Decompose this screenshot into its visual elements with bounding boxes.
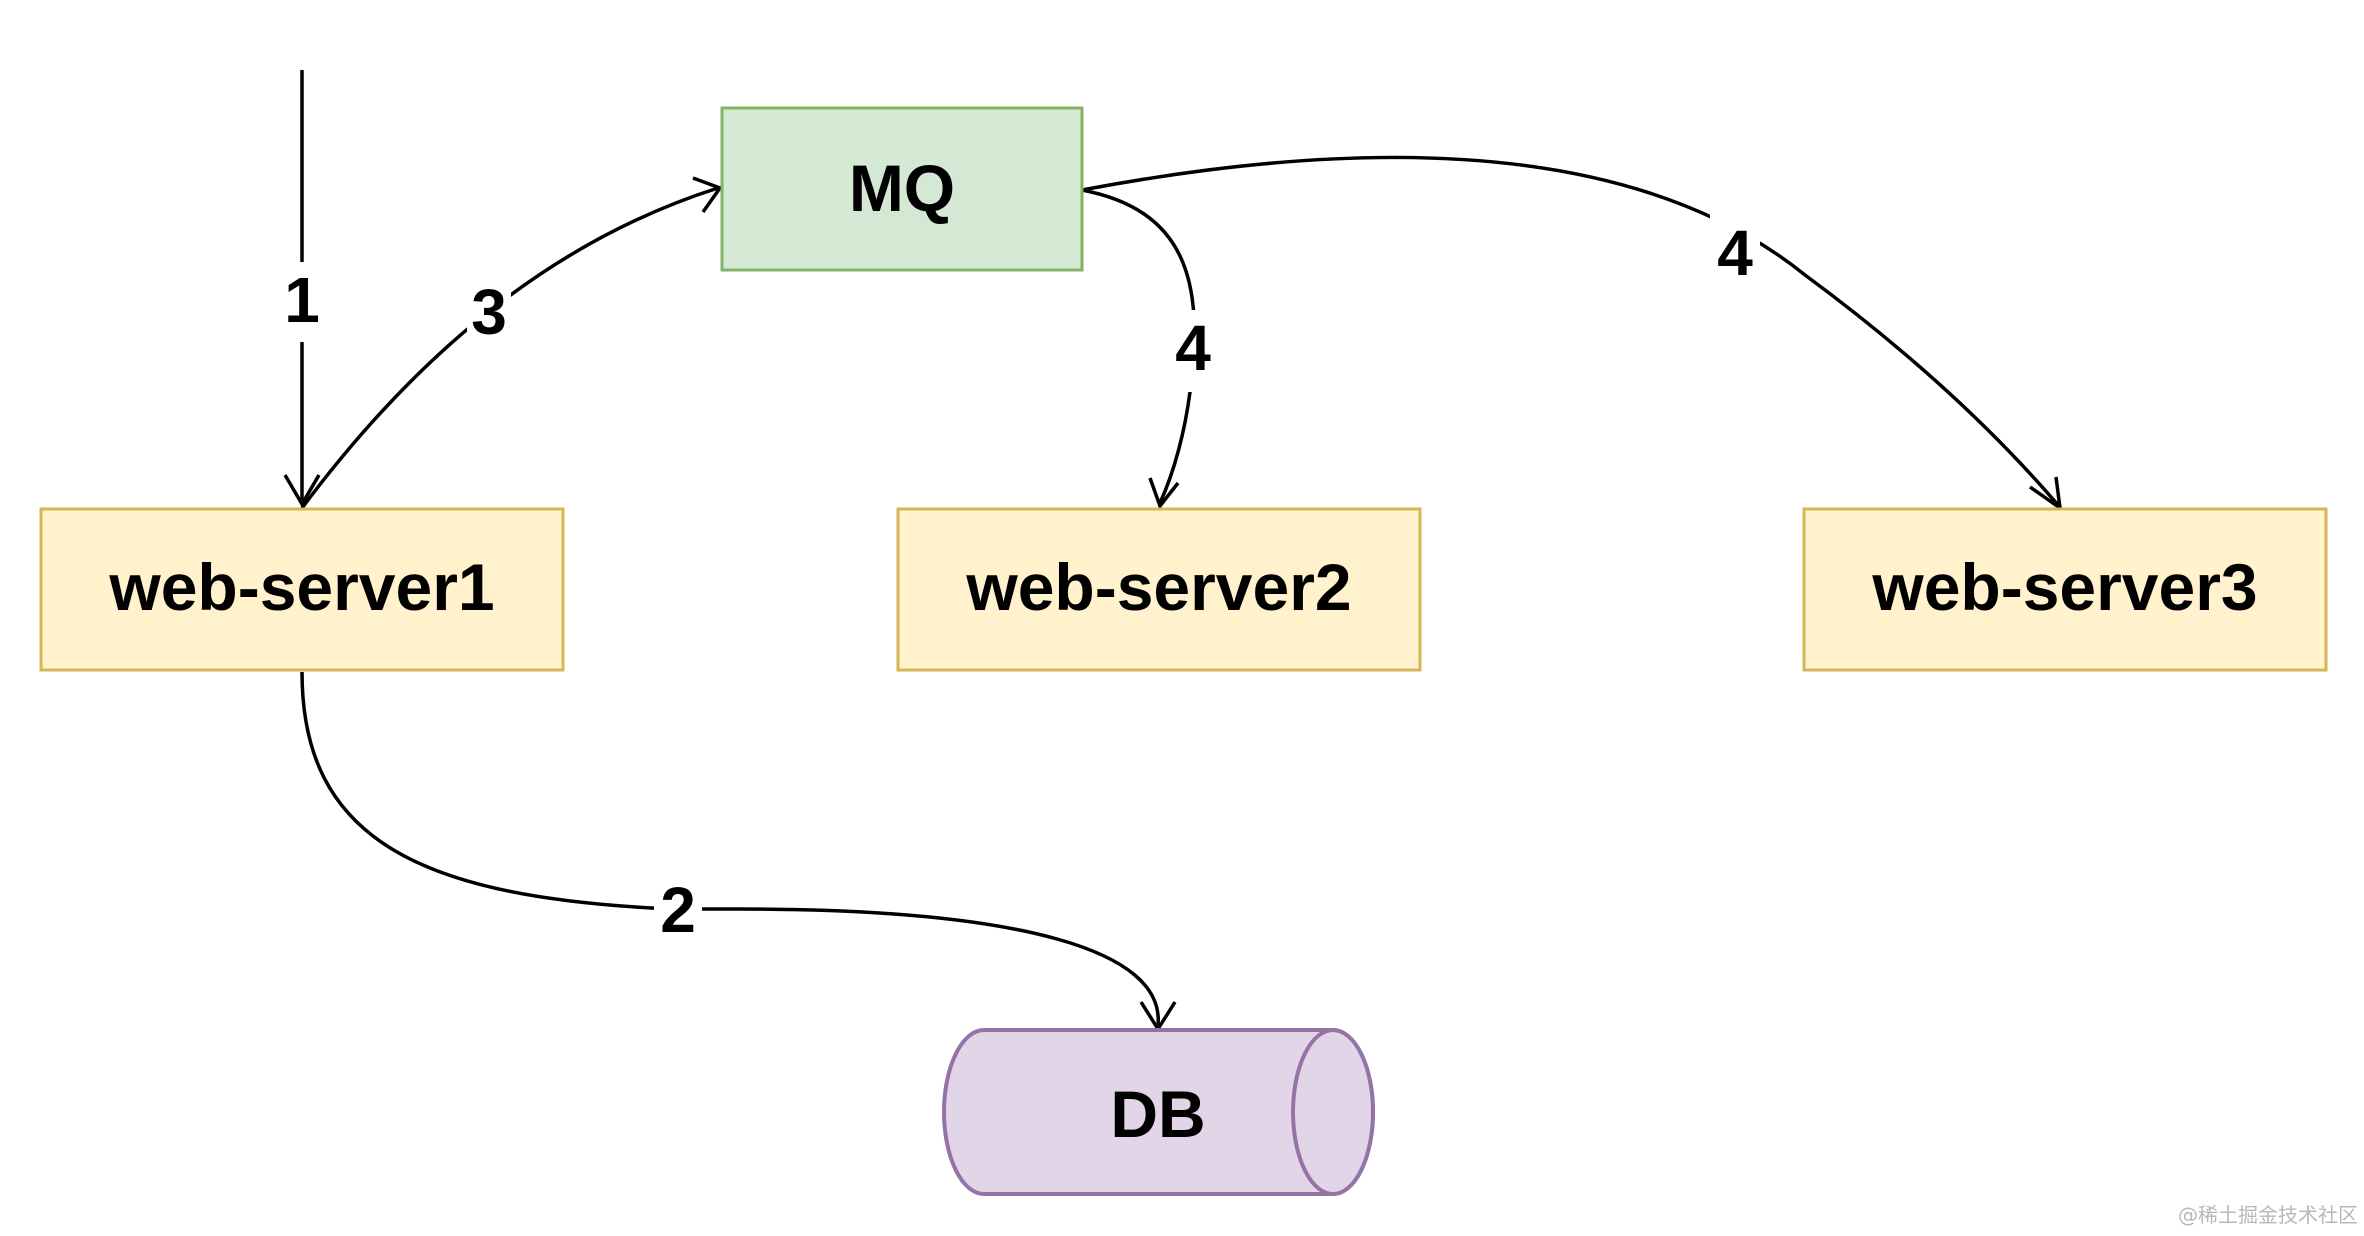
edge-label-2: 2 <box>654 869 702 947</box>
edge-label-1: 1 <box>282 262 322 342</box>
svg-text:4: 4 <box>1175 312 1211 384</box>
web-server2-label: web-server2 <box>965 550 1351 624</box>
web-server3-label: web-server3 <box>1871 550 2257 624</box>
svg-text:3: 3 <box>471 276 507 348</box>
watermark: @稀土掘金技术社区 <box>2178 1203 2358 1227</box>
edge-label-4-server2: 4 <box>1170 310 1216 392</box>
mq-node[interactable]: MQ <box>720 106 1084 272</box>
svg-text:1: 1 <box>284 264 320 336</box>
web-server1-label: web-server1 <box>108 550 494 624</box>
svg-text:2: 2 <box>660 874 696 946</box>
mq-label: MQ <box>849 151 955 225</box>
db-label: DB <box>1110 1077 1205 1151</box>
edge-label-4-server3: 4 <box>1710 214 1760 294</box>
edge-label-3: 3 <box>467 272 511 348</box>
edge-2-server1-to-db <box>300 671 1177 1033</box>
web-server3-node[interactable]: web-server3 <box>1802 507 2328 672</box>
web-server2-node[interactable]: web-server2 <box>896 507 1422 672</box>
web-server1-node[interactable]: web-server1 <box>39 507 565 672</box>
db-node[interactable]: DB <box>942 1028 1375 1196</box>
edge-4-mq-to-server3 <box>1081 155 2063 512</box>
svg-text:4: 4 <box>1717 217 1753 289</box>
